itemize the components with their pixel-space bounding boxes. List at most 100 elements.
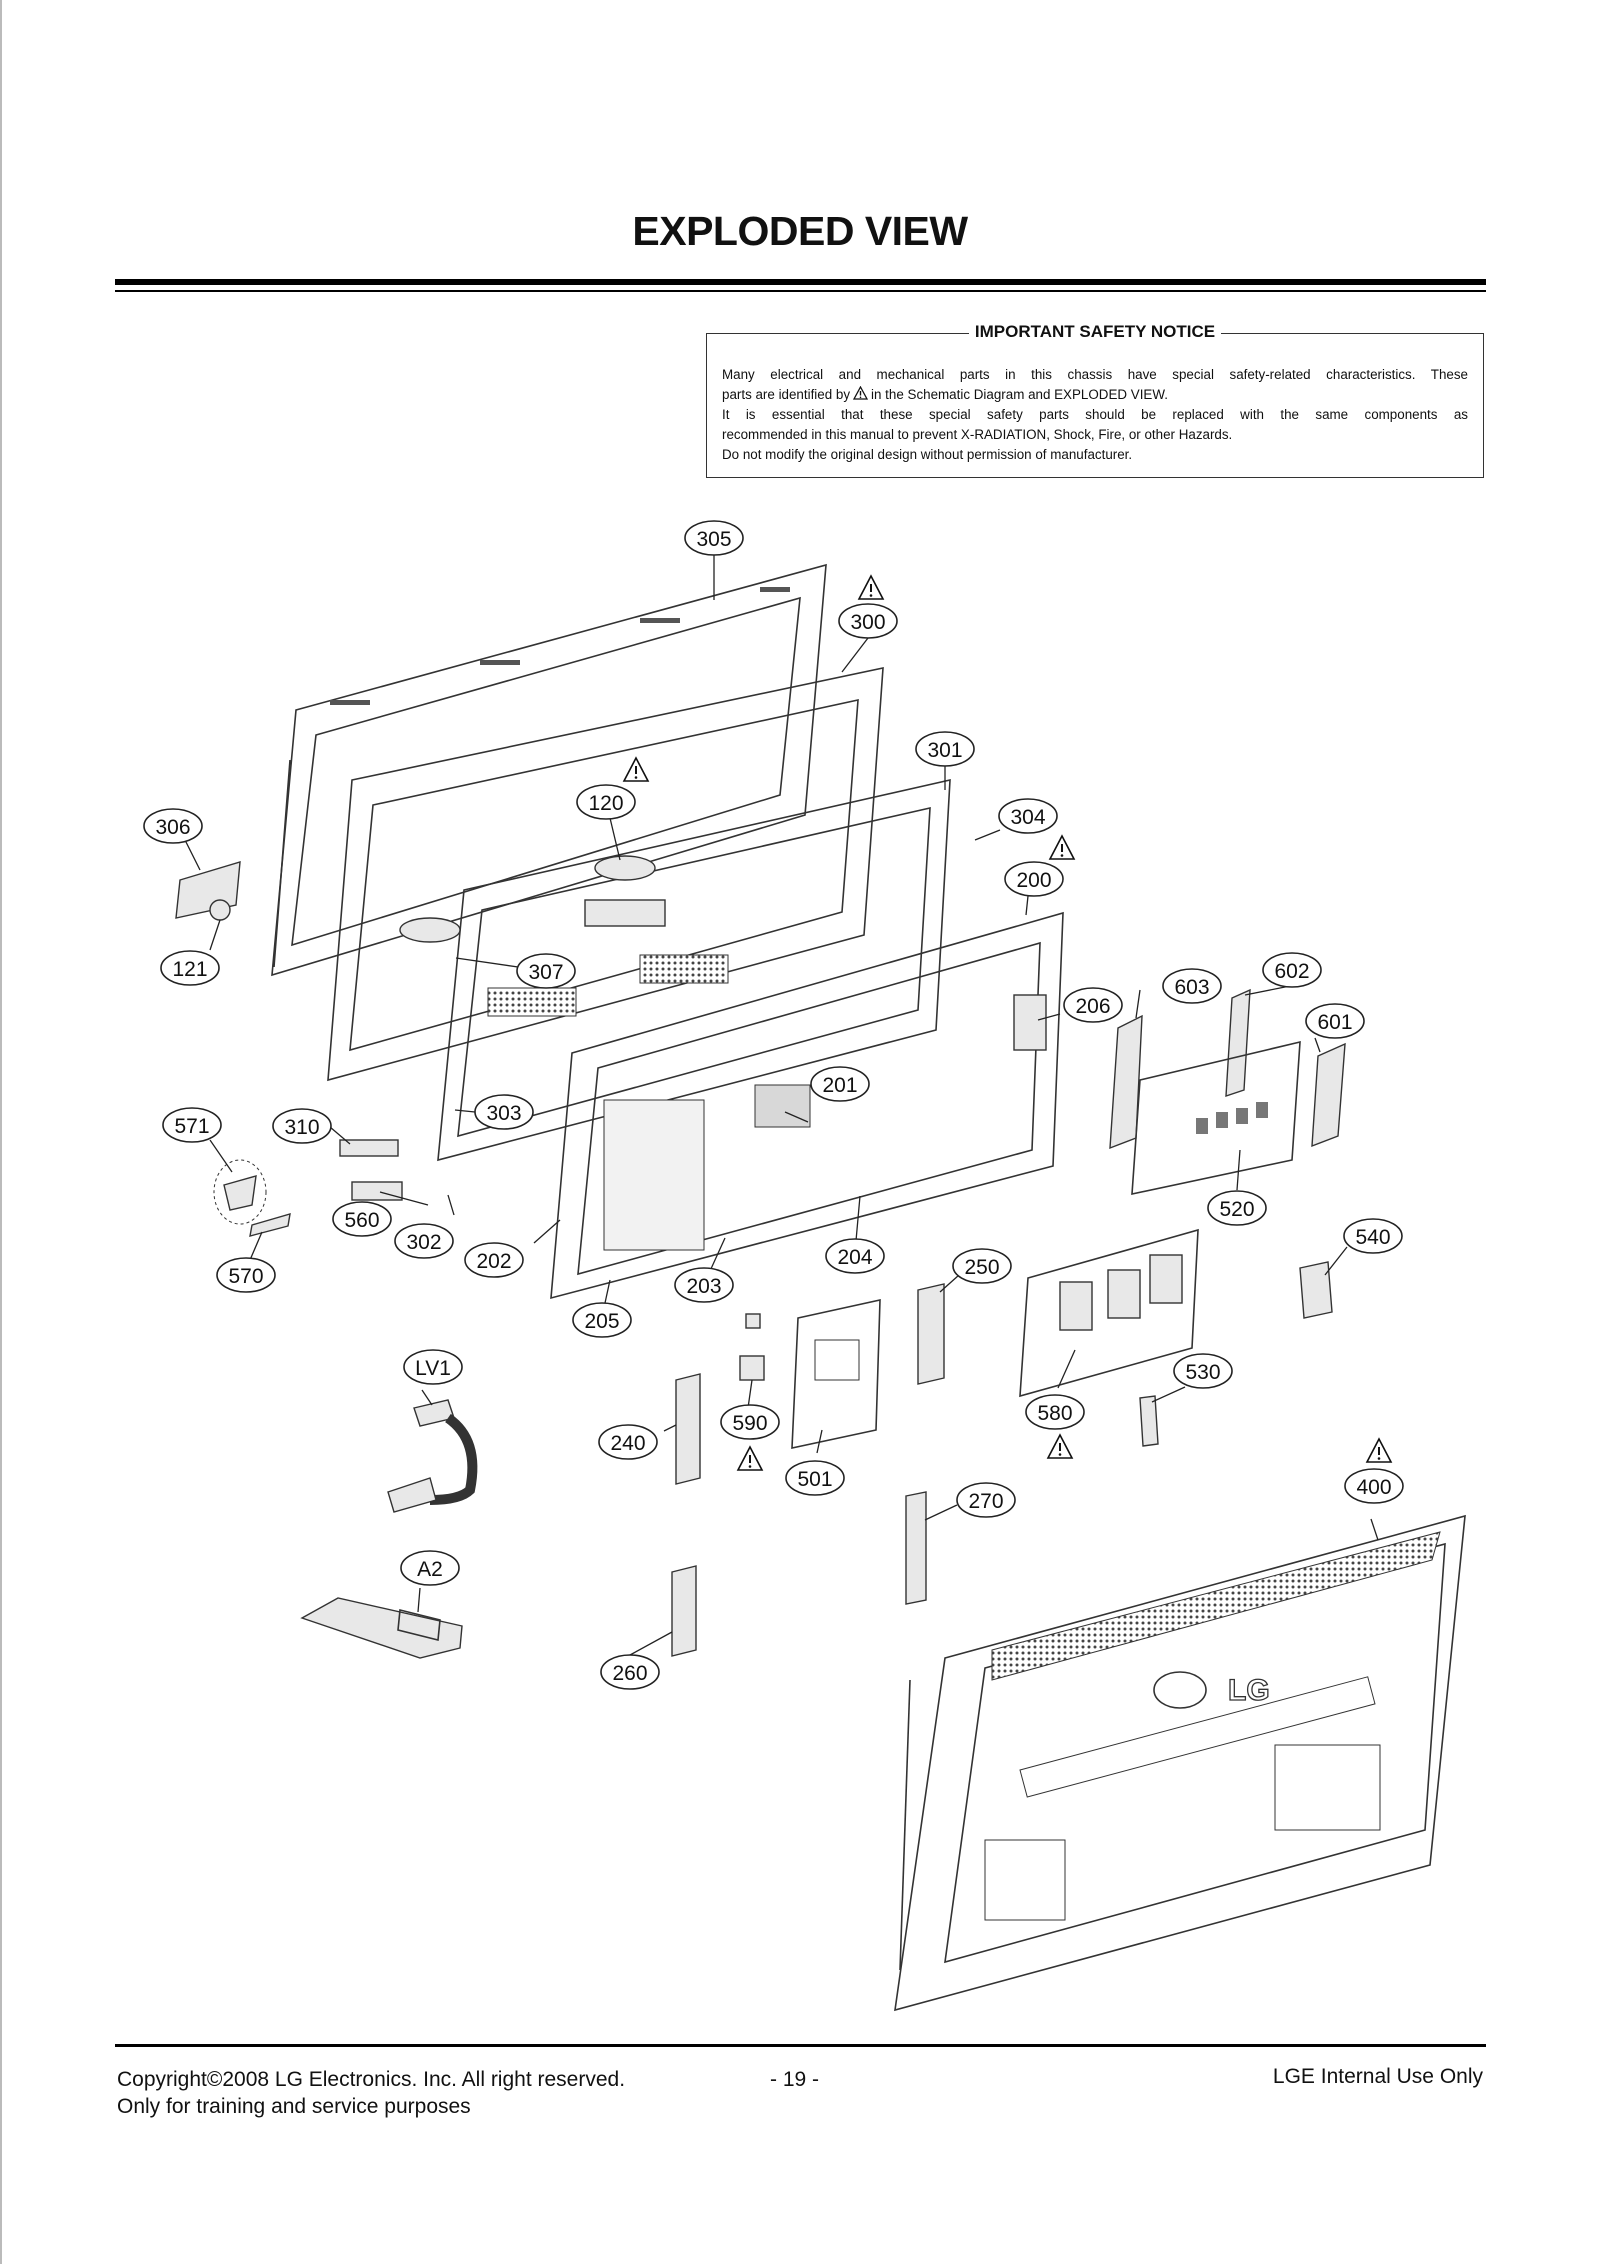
callout-250: 250 [952, 1248, 1012, 1284]
svg-text:203: 203 [686, 1275, 721, 1298]
svg-text:A2: A2 [417, 1558, 443, 1581]
svg-text:400: 400 [1356, 1476, 1391, 1499]
footer-classification: LGE Internal Use Only [1272, 2065, 1483, 2088]
svg-text:601: 601 [1317, 1011, 1352, 1034]
svg-text:570: 570 [228, 1265, 263, 1288]
svg-text:120: 120 [588, 792, 623, 815]
notice-line-2: parts are identified by in the Schematic … [722, 385, 1468, 405]
callout-203: 203 [674, 1267, 734, 1303]
warning-triangle-icon [1049, 835, 1075, 860]
callout-570: 570 [216, 1257, 276, 1293]
safety-notice-title: IMPORTANT SAFETY NOTICE [968, 322, 1222, 341]
callout-204: 204 [825, 1238, 885, 1274]
callout-300: 300 [838, 603, 898, 639]
notice-line-2b: in the Schematic Diagram and EXPLODED VI… [871, 387, 1168, 402]
callout-580: 580 [1025, 1394, 1085, 1430]
svg-text:571: 571 [174, 1115, 209, 1138]
callout-603: 603 [1162, 968, 1222, 1004]
title-rule-thick [115, 279, 1486, 285]
callout-200: 200 [1004, 861, 1064, 897]
page-title: EXPLODED VIEW [632, 208, 968, 254]
callout-306: 306 [143, 808, 203, 844]
small-parts [213, 1139, 403, 1237]
page-edge [0, 0, 2, 2264]
small-boards-part [1139, 1261, 1333, 1447]
warning-triangle-icon [858, 575, 884, 600]
svg-text:530: 530 [1185, 1361, 1220, 1384]
svg-text:304: 304 [1010, 806, 1045, 829]
callout-602: 602 [1262, 952, 1322, 988]
callout-540: 540 [1343, 1218, 1403, 1254]
callout-571: 571 [162, 1107, 222, 1143]
callout-201: 201 [810, 1066, 870, 1102]
footer-rule [115, 2044, 1486, 2047]
svg-text:301: 301 [927, 739, 962, 762]
callout-202: 202 [464, 1242, 524, 1278]
svg-text:603: 603 [1174, 976, 1209, 999]
svg-text:LV1: LV1 [415, 1357, 451, 1380]
svg-text:206: 206 [1075, 995, 1110, 1018]
callout-301: 301 [915, 731, 975, 767]
notice-line-4: recommended in this manual to prevent X-… [722, 427, 1233, 442]
notice-line-1: Many electrical and mechanical parts in … [722, 367, 1468, 382]
stand-neck-part [387, 1399, 478, 1513]
footer-purpose: Only for training and service purposes [117, 2095, 471, 2118]
main-frame-part [550, 911, 1064, 1300]
callout-120: 120 [576, 784, 636, 820]
stand-base-part [300, 1597, 463, 1659]
side-bracket-part [175, 861, 241, 921]
svg-text:121: 121 [172, 958, 207, 981]
callout-302: 302 [394, 1223, 454, 1259]
callout-LV1: LV1 [403, 1349, 463, 1385]
svg-text:260: 260 [612, 1662, 647, 1685]
warning-triangle-icon [623, 757, 649, 782]
rear-cover-part: LG [894, 1514, 1466, 2012]
svg-text:200: 200 [1016, 869, 1051, 892]
svg-text:310: 310 [284, 1116, 319, 1139]
callout-121: 121 [160, 950, 220, 986]
callout-205: 205 [572, 1302, 632, 1338]
callout-206: 206 [1063, 987, 1123, 1023]
svg-text:501: 501 [797, 1468, 832, 1491]
svg-text:302: 302 [406, 1231, 441, 1254]
callout-307: 307 [516, 953, 576, 989]
safety-notice-box: IMPORTANT SAFETY NOTICE Many electrical … [706, 322, 1484, 478]
power-board-part [1019, 1228, 1199, 1398]
safety-notice-body: Many electrical and mechanical parts in … [722, 365, 1468, 465]
svg-text:303: 303 [486, 1102, 521, 1125]
callout-501: 501 [785, 1460, 845, 1496]
callout-260: 260 [600, 1654, 660, 1690]
callout-530: 530 [1173, 1353, 1233, 1389]
warning-triangle-icon [1366, 1438, 1392, 1463]
svg-text:602: 602 [1274, 960, 1309, 983]
svg-text:560: 560 [344, 1209, 379, 1232]
brand-mark: LG [1228, 1674, 1270, 1707]
safety-warning-markers [623, 575, 1392, 1471]
svg-text:540: 540 [1355, 1226, 1390, 1249]
callout-A2: A2 [400, 1550, 460, 1586]
svg-text:201: 201 [822, 1074, 857, 1097]
notice-line-5: Do not modify the original design withou… [722, 447, 1133, 462]
warning-triangle-icon [737, 1446, 763, 1471]
warning-triangle-icon [1047, 1434, 1073, 1459]
svg-text:250: 250 [964, 1256, 999, 1279]
warning-triangle-icon [853, 386, 869, 400]
svg-text:205: 205 [584, 1310, 619, 1333]
footer-page-number: - 19 - [770, 2068, 820, 2091]
notice-line-2a: parts are identified by [722, 387, 851, 402]
callout-560: 560 [332, 1201, 392, 1237]
callout-305: 305 [684, 520, 744, 556]
svg-text:300: 300 [850, 611, 885, 634]
svg-text:240: 240 [610, 1432, 645, 1455]
av-boards-part [1109, 988, 1346, 1196]
callout-601: 601 [1305, 1003, 1365, 1039]
title-rule-thin [115, 290, 1486, 292]
callout-590: 590 [720, 1404, 780, 1440]
callout-520: 520 [1207, 1190, 1267, 1226]
front-frame-part [327, 666, 884, 1082]
notice-line-3: It is essential that these special safet… [722, 407, 1468, 422]
callout-labels: 305 300 301 120 306 304 200 121 307 206 … [143, 520, 1404, 1690]
svg-text:307: 307 [528, 961, 563, 984]
